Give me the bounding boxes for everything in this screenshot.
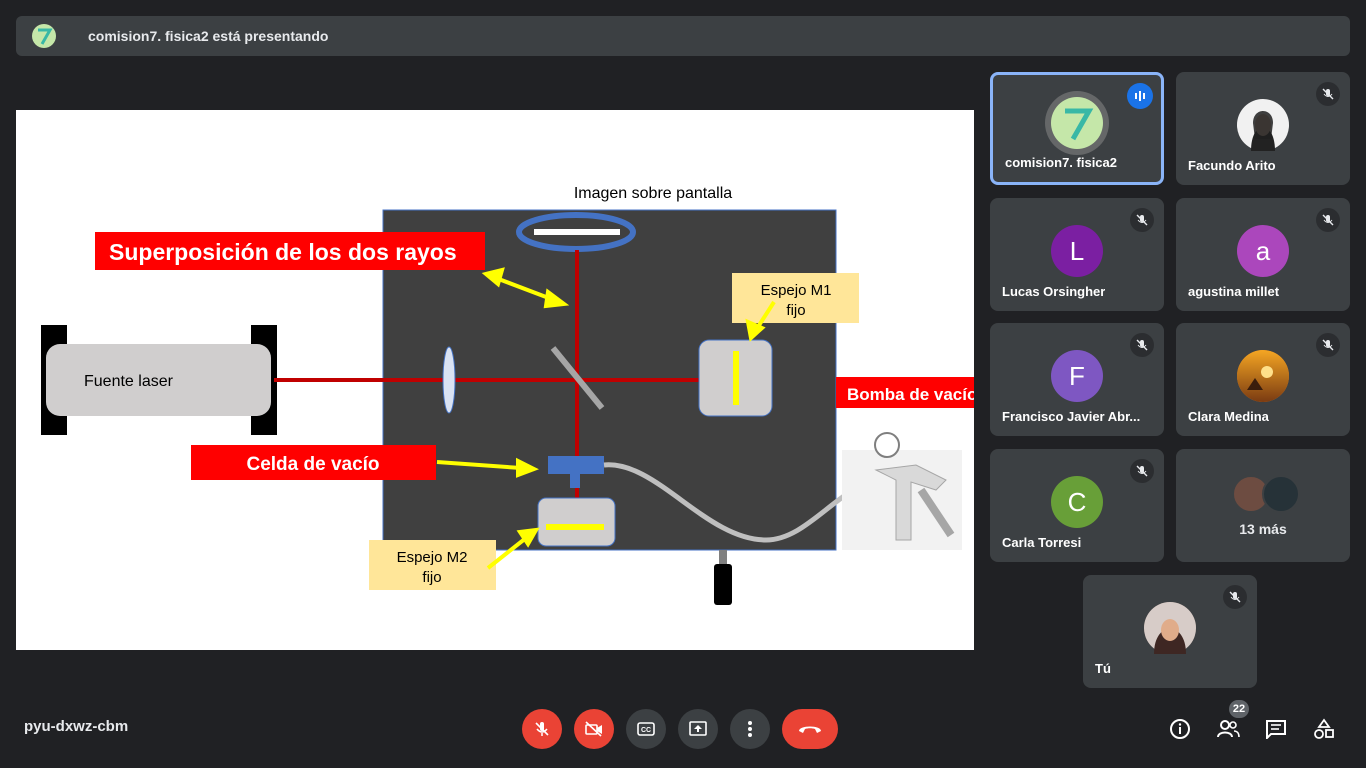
people-icon: [1217, 720, 1240, 738]
mirror-m2-line1: Espejo M2: [397, 549, 468, 566]
leave-call-button[interactable]: [782, 709, 838, 749]
vacuum-cell-box: [191, 445, 436, 480]
mic-off-icon: [1316, 208, 1340, 232]
mic-off-icon: [1130, 333, 1154, 357]
presenter-avatar: [32, 24, 56, 48]
mic-off-icon: [1223, 585, 1247, 609]
participant-tile[interactable]: Clara Medina: [1176, 323, 1350, 436]
screen-ellipse: [516, 212, 636, 252]
participant-avatar: F: [1051, 350, 1103, 402]
camera-off-icon: [585, 721, 602, 737]
more-participants-tile[interactable]: 13 más: [1176, 449, 1350, 562]
shared-screen: Imagen sobre pantalla Superposición de l…: [16, 110, 974, 650]
activities-button[interactable]: [1311, 716, 1337, 742]
participant-tile[interactable]: C Carla Torresi: [990, 449, 1164, 562]
mirror-m1-line1: Espejo M1: [761, 282, 832, 299]
participant-tile[interactable]: a agustina millet: [1176, 198, 1350, 311]
participant-tile[interactable]: comision7. fisica2: [990, 72, 1164, 185]
participant-name: Tú: [1095, 661, 1111, 676]
mic-off-icon: [1130, 459, 1154, 483]
superposition-box: [95, 232, 485, 270]
vacuum-cell-label: Celda de vacío: [246, 454, 379, 475]
participant-photo: [1237, 99, 1289, 151]
mic-off-icon: [1316, 82, 1340, 106]
chat-icon: [1266, 720, 1286, 739]
stand-base: [714, 564, 732, 605]
meeting-details-button[interactable]: [1167, 716, 1193, 742]
laser-label: Fuente laser: [84, 373, 174, 390]
participant-name: comision7. fisica2: [1005, 155, 1117, 170]
participant-photo: [1237, 350, 1289, 402]
screen-label: Imagen sobre pantalla: [574, 185, 732, 202]
stand-post: [719, 550, 727, 564]
present-button[interactable]: [678, 709, 718, 749]
mirror-m2-callout: [369, 540, 496, 590]
participant-name: Facundo Arito: [1188, 158, 1276, 173]
participant-avatar: [1051, 97, 1103, 149]
participant-avatar: C: [1051, 476, 1103, 528]
more-avatar-2: [1262, 475, 1300, 513]
mic-off-icon: [535, 722, 549, 736]
vacuum-cell: [548, 456, 604, 474]
mic-off-icon: [1316, 333, 1340, 357]
lens: [442, 346, 456, 414]
meeting-code: pyu-dxwz-cbm: [24, 718, 129, 735]
mirror-m2-line2: fijo: [422, 569, 441, 586]
participant-tile[interactable]: Facundo Arito: [1176, 72, 1350, 185]
participant-name: Francisco Javier Abr...: [1002, 409, 1141, 424]
participant-avatar: a: [1237, 225, 1289, 277]
self-photo: [1144, 602, 1196, 654]
activities-icon: [1314, 718, 1334, 739]
info-icon: [1170, 719, 1190, 739]
mirror-m1-callout: [732, 273, 859, 323]
captions-button[interactable]: CC: [626, 709, 666, 749]
presenting-banner: comision7. fisica2 está presentando: [16, 16, 1350, 56]
presenting-text: comision7. fisica2 está presentando: [88, 28, 329, 44]
mirror-m2: [537, 497, 616, 547]
people-button[interactable]: [1215, 716, 1241, 742]
svg-text:CC: CC: [641, 727, 651, 734]
pump-label: Bomba de vacío: [847, 385, 974, 404]
participant-name: Clara Medina: [1188, 409, 1269, 424]
camera-toggle-button[interactable]: [574, 709, 614, 749]
captions-icon: CC: [637, 722, 655, 736]
self-tile[interactable]: Tú: [1083, 575, 1257, 688]
participant-name: Carla Torresi: [1002, 535, 1082, 550]
call-end-icon: [799, 726, 821, 733]
participant-tile[interactable]: F Francisco Javier Abr...: [990, 323, 1164, 436]
people-count-badge: 22: [1229, 700, 1249, 718]
more-participants-label: 13 más: [1239, 521, 1287, 537]
participant-avatar: L: [1051, 225, 1103, 277]
mic-off-icon: [1130, 208, 1154, 232]
more-vert-icon: [748, 721, 752, 737]
beam-splitter: [550, 346, 605, 410]
laser-body: [46, 344, 271, 416]
vacuum-pump-image: [842, 432, 962, 550]
chat-button[interactable]: [1263, 716, 1289, 742]
mirror-m1-line2: fijo: [786, 302, 805, 319]
participant-name: agustina millet: [1188, 284, 1280, 299]
participant-name: Lucas Orsingher: [1002, 284, 1106, 299]
present-icon: [689, 721, 707, 736]
speaking-indicator-icon: [1127, 83, 1153, 109]
mic-toggle-button[interactable]: [522, 709, 562, 749]
participant-tile[interactable]: L Lucas Orsingher: [990, 198, 1164, 311]
superposition-label: Superposición de los dos rayos: [109, 239, 457, 265]
vacuum-hose: [603, 462, 877, 543]
pump-box: [836, 377, 974, 408]
more-options-button[interactable]: [730, 709, 770, 749]
